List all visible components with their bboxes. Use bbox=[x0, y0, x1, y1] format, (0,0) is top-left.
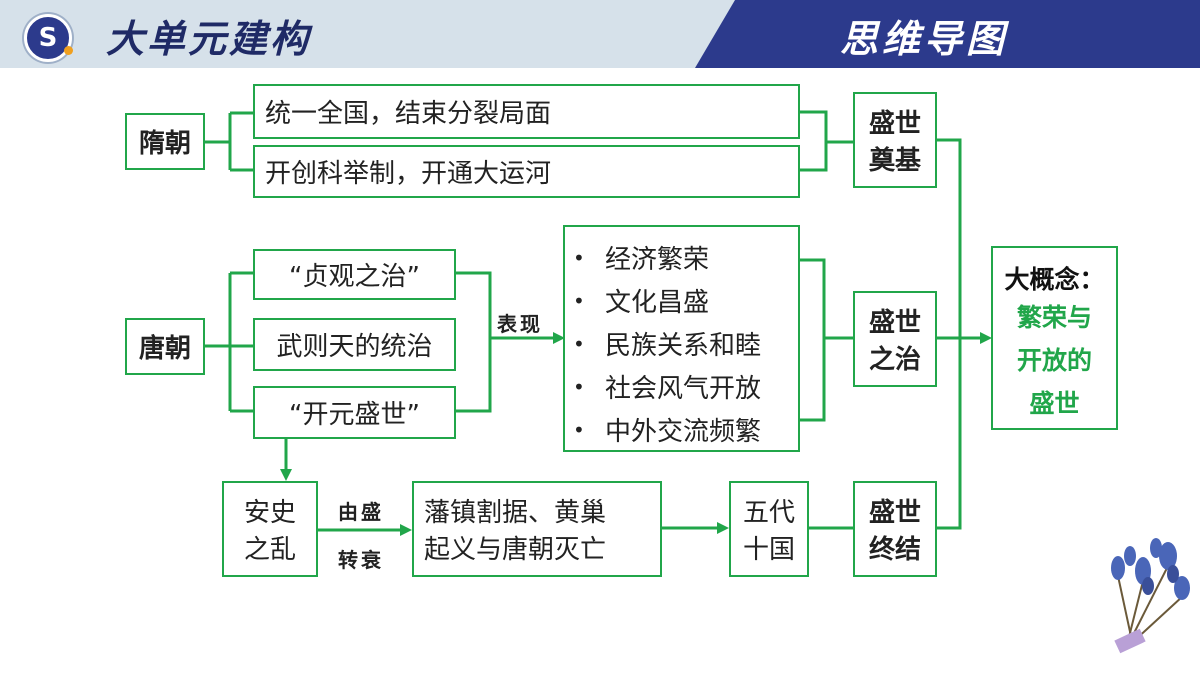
list-item: •中外交流频繁 bbox=[573, 417, 762, 447]
big-concept-box: 大概念： 繁荣与 开放的 盛世 bbox=[991, 246, 1118, 430]
features-list: •经济繁荣 •文化昌盛 •民族关系和睦 •社会风气开放 •中外交流频繁 bbox=[563, 225, 800, 452]
five-dynasties-box: 五代 十国 bbox=[729, 481, 809, 577]
decline-label-1: 由盛 bbox=[338, 500, 384, 524]
bullet-dot-icon: • bbox=[573, 417, 585, 442]
arrow-head-anshi bbox=[280, 469, 292, 481]
five-dynasties-line-2: 十国 bbox=[742, 535, 795, 565]
sui-item-2: 开创科举制，开通大运河 bbox=[253, 145, 800, 198]
list-item: •经济繁荣 bbox=[573, 245, 710, 275]
show-label: 表现 bbox=[497, 312, 543, 336]
concept-title: 大概念： bbox=[1004, 265, 1105, 294]
tang-item-zhenguan: “贞观之治” bbox=[253, 249, 456, 300]
tang-merge-line bbox=[456, 271, 492, 413]
sui-merge-line bbox=[800, 110, 853, 172]
sui-result: 盛世 奠基 bbox=[853, 92, 937, 188]
mind-map-title: 思维导图 bbox=[840, 17, 1009, 61]
anshi-line-1: 安史 bbox=[243, 498, 296, 528]
header-bar: S 大单元建构 思维导图 bbox=[0, 0, 1200, 68]
concept-body-line-2: 开放的 bbox=[1016, 346, 1092, 375]
tang-item-kaiyuan: “开元盛世” bbox=[253, 386, 456, 439]
concept-body-line-3: 盛世 bbox=[1029, 389, 1080, 418]
list-item: •社会风气开放 bbox=[573, 374, 762, 404]
tang-label: 唐朝 bbox=[125, 318, 205, 375]
consequence-line-1: 藩镇割据、黄巢 bbox=[424, 498, 607, 528]
header-band bbox=[695, 0, 1200, 68]
arrow-head-concept bbox=[980, 332, 992, 344]
consequence-line-2: 起义与唐朝灭亡 bbox=[424, 535, 607, 565]
bullet-dot-icon: • bbox=[573, 374, 585, 399]
anshi-rebellion-box: 安史 之乱 bbox=[222, 481, 318, 577]
arrow-head-consequence bbox=[400, 524, 412, 536]
sui-bracket bbox=[205, 111, 253, 172]
tang-item-wuzetian: 武则天的统治 bbox=[253, 318, 456, 371]
page-title: 大单元建构 bbox=[106, 17, 312, 61]
bullet-dot-icon: • bbox=[573, 288, 585, 313]
list-item: •文化昌盛 bbox=[573, 288, 710, 318]
anshi-line-2: 之乱 bbox=[243, 535, 296, 565]
s-logo-icon: S bbox=[24, 14, 73, 62]
decline-label-2: 转衰 bbox=[338, 548, 384, 572]
decline-result-line-2: 终结 bbox=[868, 535, 921, 565]
consequence-box: 藩镇割据、黄巢 起义与唐朝灭亡 bbox=[412, 481, 662, 577]
list-item: •民族关系和睦 bbox=[573, 331, 762, 361]
results-merge-line bbox=[937, 138, 981, 530]
decline-result: 盛世 终结 bbox=[853, 481, 937, 577]
logo-letter: S bbox=[38, 23, 58, 53]
decline-result-line-1: 盛世 bbox=[868, 498, 921, 528]
bullet-dot-icon: • bbox=[573, 331, 585, 356]
tang-result-line-2: 之治 bbox=[868, 345, 921, 375]
tang-bracket bbox=[205, 271, 253, 413]
tang-result-line-1: 盛世 bbox=[868, 308, 921, 338]
logo-dot bbox=[64, 46, 73, 55]
sui-result-line-2: 奠基 bbox=[868, 146, 921, 176]
sui-item-1: 统一全国，结束分裂局面 bbox=[253, 84, 800, 139]
bullet-dot-icon: • bbox=[573, 245, 585, 270]
concept-body-line-1: 繁荣与 bbox=[1016, 303, 1092, 332]
tang-result: 盛世 之治 bbox=[853, 291, 937, 387]
arrow-head-features bbox=[553, 332, 565, 344]
features-merge-line bbox=[800, 258, 853, 422]
sui-result-line-1: 盛世 bbox=[868, 109, 921, 139]
arrow-head-after bbox=[717, 522, 729, 534]
five-dynasties-line-1: 五代 bbox=[742, 498, 795, 528]
lavender-flower-icon bbox=[1111, 538, 1190, 654]
sui-label: 隋朝 bbox=[125, 113, 205, 170]
